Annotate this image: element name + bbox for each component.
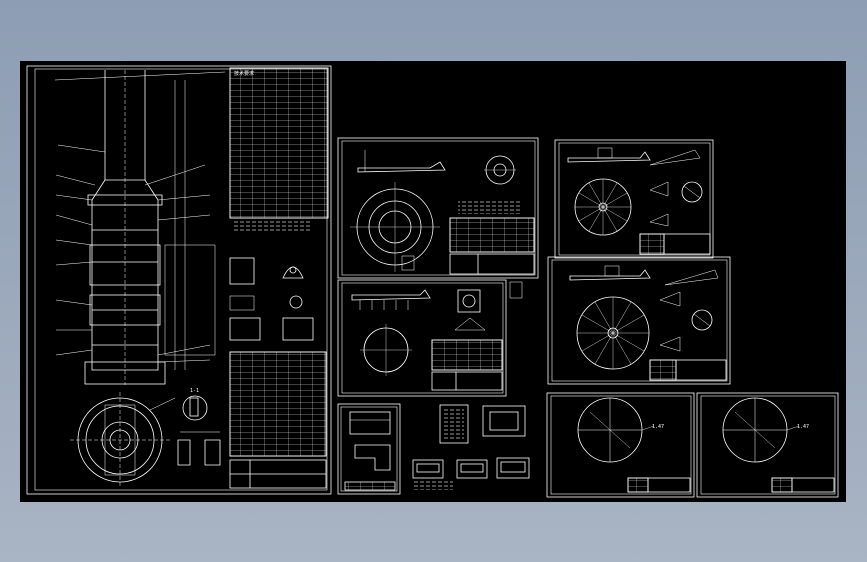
- section-label: 1-1: [190, 388, 199, 394]
- flange-plan-view: [70, 392, 176, 488]
- leader-lines: [54, 71, 226, 363]
- technical-requirements-label: 技术要求: [234, 70, 254, 77]
- title-block-sheet2: [449, 253, 535, 275]
- sheet-small-parts[interactable]: [337, 403, 530, 495]
- sheet-baffle-disc-b[interactable]: [696, 392, 839, 498]
- parts-list-lower: [229, 351, 327, 457]
- title-block-sheet3: [431, 371, 503, 391]
- disc-b-dimension: 1.47: [797, 424, 809, 430]
- sheet-tower-assembly[interactable]: 技术要求: [26, 65, 332, 495]
- sheet-ring-plate[interactable]: [337, 137, 539, 279]
- sheet-baffle-disc-a[interactable]: [546, 392, 695, 498]
- model-space: [20, 61, 846, 502]
- blade-lines-a: [575, 179, 631, 235]
- sheet-swirl-plate-a[interactable]: [554, 139, 714, 259]
- sheet-support-ring[interactable]: [337, 279, 523, 397]
- parts-list-upper: [229, 67, 329, 219]
- disc-a-dimension: 1.47: [652, 424, 664, 430]
- notes-text: [232, 218, 312, 232]
- blade-lines-b: [577, 297, 649, 369]
- sheet-swirl-plate-b[interactable]: [547, 256, 731, 385]
